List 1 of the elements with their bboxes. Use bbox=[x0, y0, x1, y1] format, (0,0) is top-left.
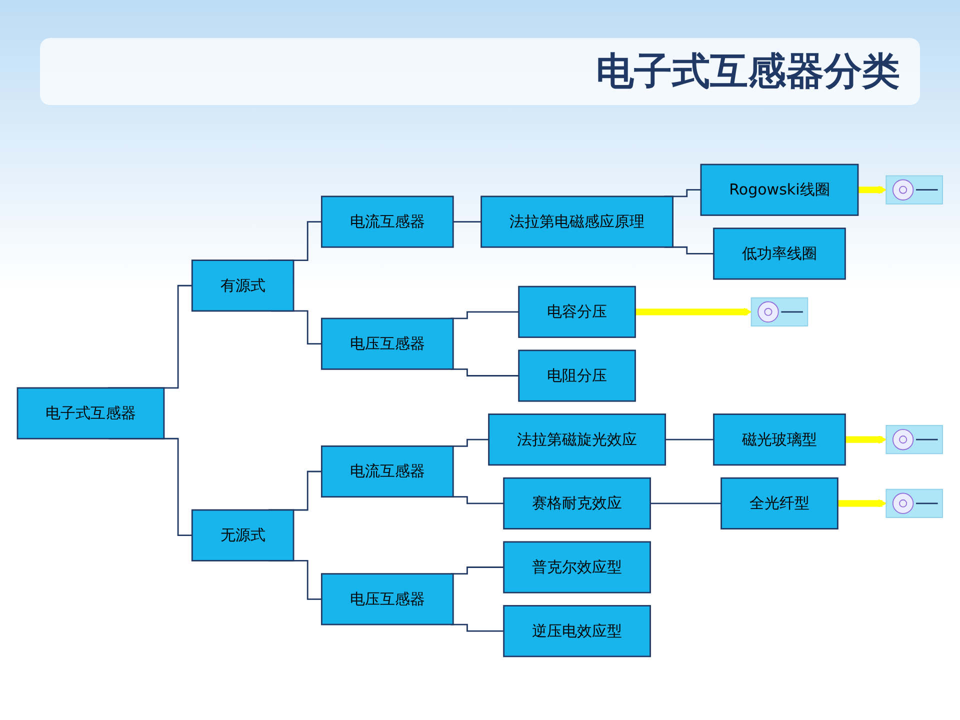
title: 电子式互感器分类 bbox=[40, 38, 920, 105]
